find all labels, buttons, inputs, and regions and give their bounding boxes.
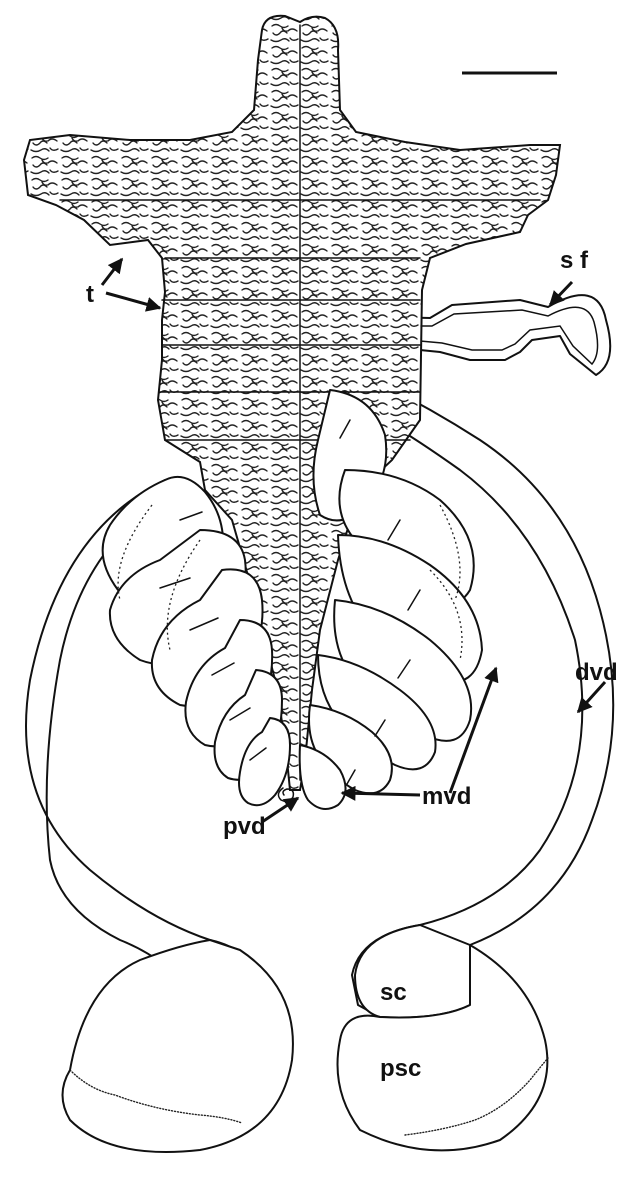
label-t: t bbox=[86, 281, 94, 308]
label-psc: psc bbox=[380, 1055, 421, 1082]
label-sf: s f bbox=[560, 247, 589, 274]
arrow-t-upper bbox=[102, 259, 122, 285]
pouch-left bbox=[63, 940, 293, 1152]
arrow-t-lower bbox=[106, 293, 160, 308]
proximal-duct bbox=[278, 788, 293, 801]
label-dvd: dvd bbox=[575, 659, 618, 686]
arrow-mvd bbox=[342, 793, 420, 795]
label-mvd: mvd bbox=[422, 783, 471, 810]
label-sc: sc bbox=[380, 979, 407, 1006]
seminal-chamber-right bbox=[355, 925, 475, 1018]
testes-mass bbox=[24, 16, 560, 790]
label-pvd: pvd bbox=[223, 813, 266, 840]
